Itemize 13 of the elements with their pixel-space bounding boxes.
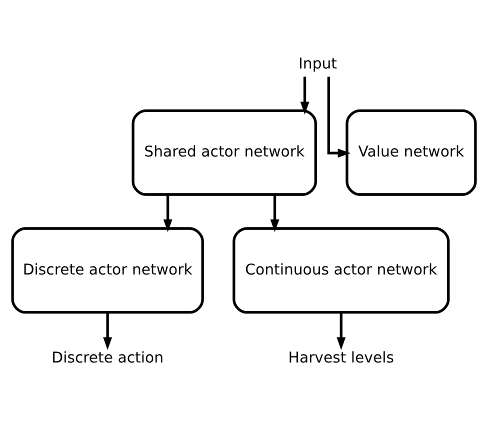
node-box: Shared actor network [132, 108, 317, 196]
arrow [103, 312, 112, 350]
arrow [163, 194, 172, 232]
node-text: Harvest levels [288, 348, 394, 366]
arrow [336, 312, 346, 350]
node-box: Discrete actor network [11, 226, 204, 314]
arrow [270, 194, 280, 232]
node-text: Input [298, 54, 338, 72]
arrow [327, 76, 351, 158]
node-box: Value network [346, 108, 477, 196]
node-box: Continuous actor network [232, 226, 450, 314]
arrow [300, 76, 310, 114]
node-text: Discrete action [52, 348, 164, 366]
